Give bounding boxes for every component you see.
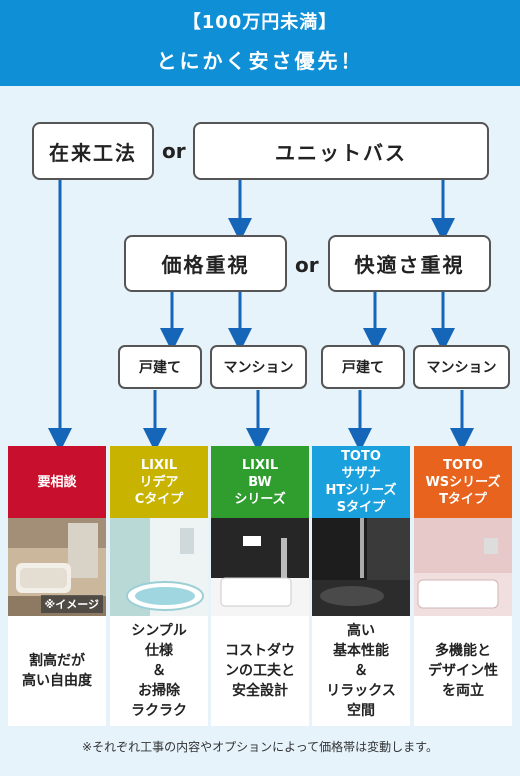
- bathroom-photo: [414, 518, 512, 616]
- option-head: TOTO WSシリーズ Tタイプ: [414, 446, 512, 518]
- option-head: TOTO サザナ HTシリーズ Sタイプ: [312, 446, 410, 518]
- option-desc: 割高だが 高い自由度: [8, 616, 106, 726]
- or-label-mid: or: [295, 253, 319, 277]
- option-desc: 多機能と デザイン性 を両立: [414, 616, 512, 726]
- header-subtitle: とにかく安さ優先！: [156, 49, 364, 73]
- option-head: LIXIL リデア Cタイプ: [110, 446, 208, 518]
- option-desc: シンプル 仕様 ＆ お掃除 ラクラク: [110, 616, 208, 726]
- option-column-5: TOTO WSシリーズ Tタイプ 多機能と デザイン性 を両立: [414, 446, 512, 726]
- option-head: LIXIL BW シリーズ: [211, 446, 309, 518]
- bathroom-image-icon: [312, 518, 410, 616]
- option-desc: 高い 基本性能 ＆ リラックス 空間: [312, 616, 410, 726]
- bathroom-photo: [211, 518, 309, 616]
- option-head: 要相談: [8, 446, 106, 518]
- mansion-box-2: マンション: [413, 345, 510, 389]
- mansion-box-1: マンション: [210, 345, 307, 389]
- header-banner: 【100万円未満】 とにかく安さ優先！: [0, 0, 520, 86]
- or-label-top: or: [162, 139, 186, 163]
- comfort-priority-box: 快適さ重視: [328, 235, 491, 292]
- option-column-4: TOTO サザナ HTシリーズ Sタイプ 高い 基本性能 ＆ リラックス 空間: [312, 446, 410, 726]
- zairai-box: 在来工法: [32, 122, 154, 180]
- bathroom-image-icon: [414, 518, 512, 616]
- footnote: ※それぞれ工事の内容やオプションによって価格帯は変動します。: [82, 740, 438, 754]
- bathroom-image-icon: [110, 518, 208, 616]
- detached-box-2: 戸建て: [321, 345, 405, 389]
- header-title: 【100万円未満】: [182, 12, 338, 33]
- option-column-1: 要相談 ※イメージ 割高だが 高い自由度: [8, 446, 106, 726]
- option-column-2: LIXIL リデア Cタイプ シンプル 仕様 ＆ お掃除 ラクラク: [110, 446, 208, 726]
- detached-box-1: 戸建て: [118, 345, 202, 389]
- price-priority-box: 価格重視: [124, 235, 287, 292]
- bathroom-photo: ※イメージ: [8, 518, 106, 616]
- bathroom-image-icon: [211, 518, 309, 616]
- bathroom-photo: [312, 518, 410, 616]
- option-desc: コストダウ ンの工夫と 安全設計: [211, 616, 309, 726]
- unit-bath-box: ユニットバス: [193, 122, 489, 180]
- image-note: ※イメージ: [40, 595, 103, 613]
- option-column-3: LIXIL BW シリーズ コストダウ ンの工夫と 安全設計: [211, 446, 309, 726]
- bathroom-photo: [110, 518, 208, 616]
